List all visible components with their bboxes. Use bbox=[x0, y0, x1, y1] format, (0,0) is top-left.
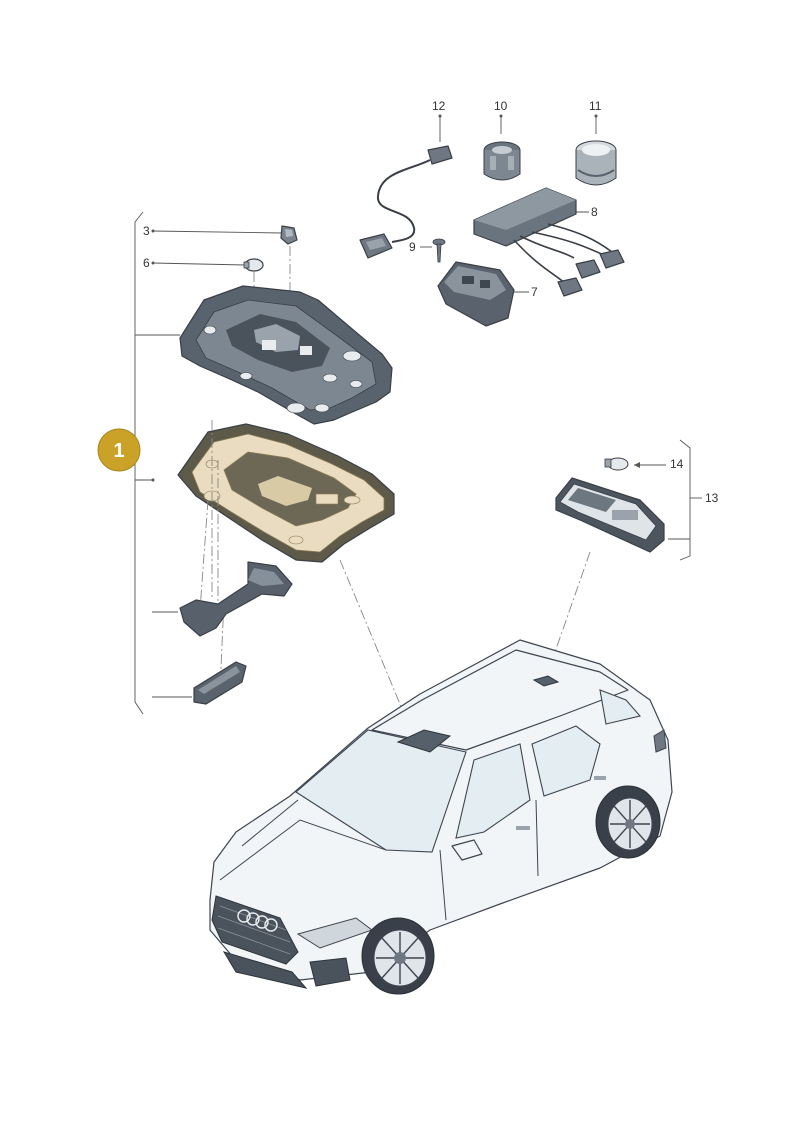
rear-light-location bbox=[532, 675, 560, 687]
cover-cap-lower[interactable] bbox=[193, 661, 247, 705]
switch-11[interactable] bbox=[575, 140, 617, 186]
vehicle-leader-lines bbox=[339, 551, 591, 729]
svg-text:6: 6 bbox=[143, 256, 150, 270]
screw-9[interactable] bbox=[432, 238, 446, 263]
interior-light-cover-highlighted[interactable] bbox=[177, 423, 395, 563]
callout-13[interactable]: 13 bbox=[668, 439, 719, 561]
callout-14[interactable]: 14 bbox=[634, 457, 684, 471]
callout-7[interactable]: 7 bbox=[510, 285, 538, 299]
svg-text:10: 10 bbox=[494, 99, 508, 113]
rear-interior-lamp-13[interactable] bbox=[555, 477, 665, 553]
main-assembly-badge[interactable]: 1 bbox=[97, 428, 141, 472]
svg-text:8: 8 bbox=[591, 205, 598, 219]
svg-text:11: 11 bbox=[589, 99, 602, 113]
main-badge-label: 1 bbox=[113, 440, 124, 462]
bulb-14[interactable] bbox=[604, 457, 629, 471]
svg-text:13: 13 bbox=[705, 491, 719, 505]
callout-3[interactable]: 3 bbox=[143, 224, 283, 238]
callout-12[interactable]: 12 bbox=[432, 99, 446, 142]
group-1-bracket bbox=[134, 211, 192, 715]
callout-10[interactable]: 10 bbox=[494, 99, 508, 134]
callout-6[interactable]: 6 bbox=[143, 256, 246, 270]
svg-text:9: 9 bbox=[409, 240, 416, 254]
callout-9[interactable]: 9 bbox=[409, 240, 432, 254]
front-light-location bbox=[396, 729, 452, 753]
vehicle bbox=[209, 639, 673, 995]
control-unit-8[interactable] bbox=[473, 187, 625, 297]
lamp-socket-7[interactable] bbox=[437, 261, 515, 327]
callout-11[interactable]: 11 bbox=[589, 99, 602, 134]
cable-harness-12[interactable] bbox=[359, 145, 453, 259]
interior-light-housing[interactable] bbox=[179, 285, 393, 425]
cover-strip[interactable] bbox=[179, 561, 293, 637]
svg-text:12: 12 bbox=[432, 99, 446, 113]
svg-text:7: 7 bbox=[531, 285, 538, 299]
svg-text:3: 3 bbox=[143, 224, 150, 238]
lens-10[interactable] bbox=[483, 141, 521, 181]
svg-text:14: 14 bbox=[670, 457, 684, 471]
connector-3[interactable] bbox=[280, 225, 298, 295]
